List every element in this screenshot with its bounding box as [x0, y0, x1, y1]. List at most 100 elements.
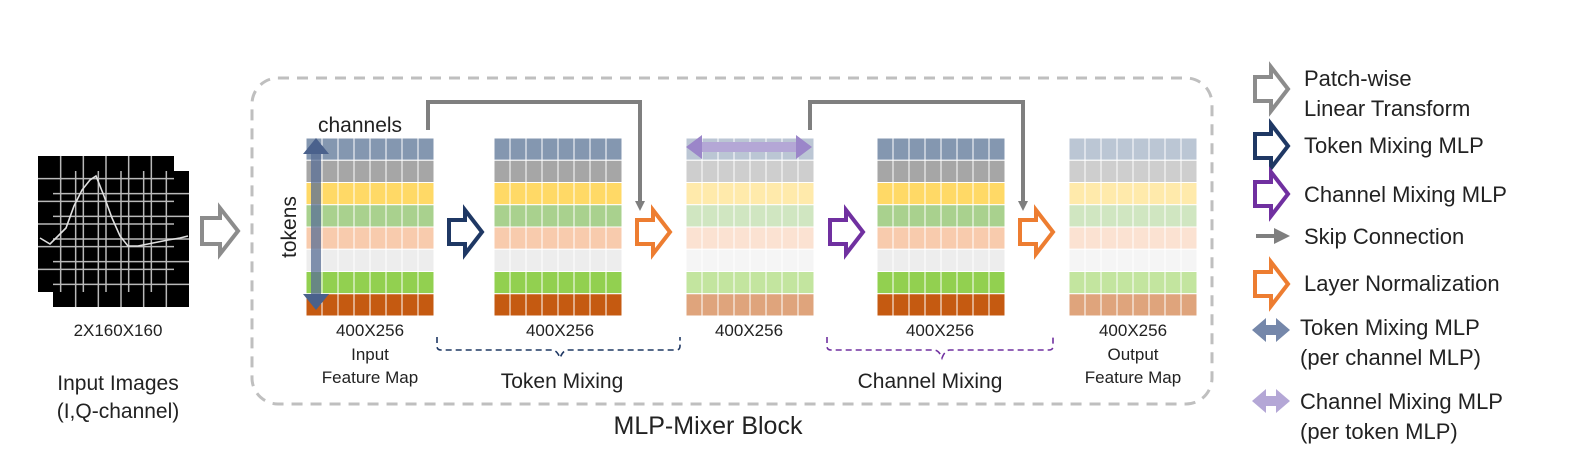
feature-cell: [385, 159, 403, 183]
feature-cell: [1164, 159, 1182, 183]
feature-cell: [525, 293, 543, 317]
feature-cell: [369, 226, 387, 250]
feature-cell: [573, 182, 591, 206]
feature-cell: [940, 293, 958, 317]
feature-cell: [1180, 204, 1198, 228]
double-arrow-lavender-icon: [1252, 389, 1290, 413]
feature-cell: [493, 248, 511, 272]
feature-cell: [876, 204, 894, 228]
feature-cell: [797, 159, 815, 183]
feature-cell: [988, 271, 1006, 295]
feature-cell: [605, 293, 623, 317]
feature-cell: [717, 159, 735, 183]
feature-cell: [1180, 271, 1198, 295]
feature-cell: [1084, 248, 1102, 272]
feature-cell: [337, 293, 355, 317]
feature-cell: [797, 248, 815, 272]
feature-cell: [781, 204, 799, 228]
feature-cell: [749, 248, 767, 272]
token-mixing-mlp-arrow-icon: [447, 204, 485, 260]
feature-cell: [717, 204, 735, 228]
feature-cell: [685, 248, 703, 272]
feature-cell: [781, 226, 799, 250]
feature-cell: [1100, 159, 1118, 183]
feature-cell: [765, 159, 783, 183]
feature-cell: [573, 271, 591, 295]
feature-cell: [1148, 137, 1166, 161]
feature-cell: [353, 204, 371, 228]
feature-cell: [876, 137, 894, 161]
feature-cell: [972, 182, 990, 206]
feature-cell: [337, 159, 355, 183]
map-size-label: 400X256: [526, 321, 594, 340]
feature-cell: [749, 159, 767, 183]
feature-cell: [337, 248, 355, 272]
feature-cell: [940, 271, 958, 295]
feature-cell: [956, 204, 974, 228]
feature-cell: [493, 204, 511, 228]
feature-cell: [940, 182, 958, 206]
feature-cell: [525, 182, 543, 206]
feature-cell: [1084, 159, 1102, 183]
feature-cell: [353, 248, 371, 272]
feature-cell: [797, 204, 815, 228]
feature-cell: [493, 271, 511, 295]
feature-cell: [541, 182, 559, 206]
feature-cell: [781, 248, 799, 272]
feature-cell: [1180, 293, 1198, 317]
feature-cell: [1084, 182, 1102, 206]
feature-cell: [493, 293, 511, 317]
feature-cell: [908, 204, 926, 228]
feature-cell: [765, 248, 783, 272]
feature-cell: [573, 159, 591, 183]
feature-cell: [1068, 159, 1086, 183]
hollow-arrow-orange-icon: [1253, 256, 1291, 312]
feature-cell: [573, 293, 591, 317]
feature-cell: [1100, 248, 1118, 272]
feature-cell: [749, 182, 767, 206]
feature-cell: [892, 293, 910, 317]
feature-cell: [557, 226, 575, 250]
feature-cell: [557, 271, 575, 295]
channel-mixing-double-arrow-icon: [686, 135, 812, 159]
legend-item-layer-norm: Layer Normalization: [1253, 256, 1500, 312]
feature-cell: [321, 248, 339, 272]
feature-cell: [940, 226, 958, 250]
legend-item-channel-mlp: Channel Mixing MLP: [1253, 166, 1507, 222]
feature-cell: [1068, 248, 1086, 272]
feature-cell: [781, 293, 799, 317]
feature-cell: [1132, 271, 1150, 295]
feature-cell: [876, 248, 894, 272]
feature-cell: [353, 293, 371, 317]
feature-cell: [321, 159, 339, 183]
feature-cell: [956, 271, 974, 295]
feature-cell: [509, 271, 527, 295]
feature-cell: [417, 293, 435, 317]
feature-cell: [525, 248, 543, 272]
feature-cell: [733, 159, 751, 183]
feature-cell: [733, 226, 751, 250]
feature-cell: [557, 182, 575, 206]
feature-cell: [525, 204, 543, 228]
feature-cell: [1180, 248, 1198, 272]
feature-cell: [1116, 271, 1134, 295]
feature-cell: [541, 159, 559, 183]
map-size-label: 400X256: [336, 321, 404, 340]
feature-cell: [972, 248, 990, 272]
feature-cell: [337, 226, 355, 250]
feature-cell: [876, 293, 894, 317]
feature-cell: [1132, 137, 1150, 161]
feature-cell: [876, 226, 894, 250]
feature-cell: [924, 137, 942, 161]
feature-cell: [589, 137, 607, 161]
feature-cell: [385, 226, 403, 250]
feature-cell: [353, 159, 371, 183]
feature-cell: [401, 226, 419, 250]
feature-cell: [337, 182, 355, 206]
feature-cell: [1164, 248, 1182, 272]
feature-cell: [908, 226, 926, 250]
feature-cell: [573, 248, 591, 272]
feature-cell: [908, 182, 926, 206]
feature-cell: [1180, 182, 1198, 206]
feature-cell: [749, 271, 767, 295]
